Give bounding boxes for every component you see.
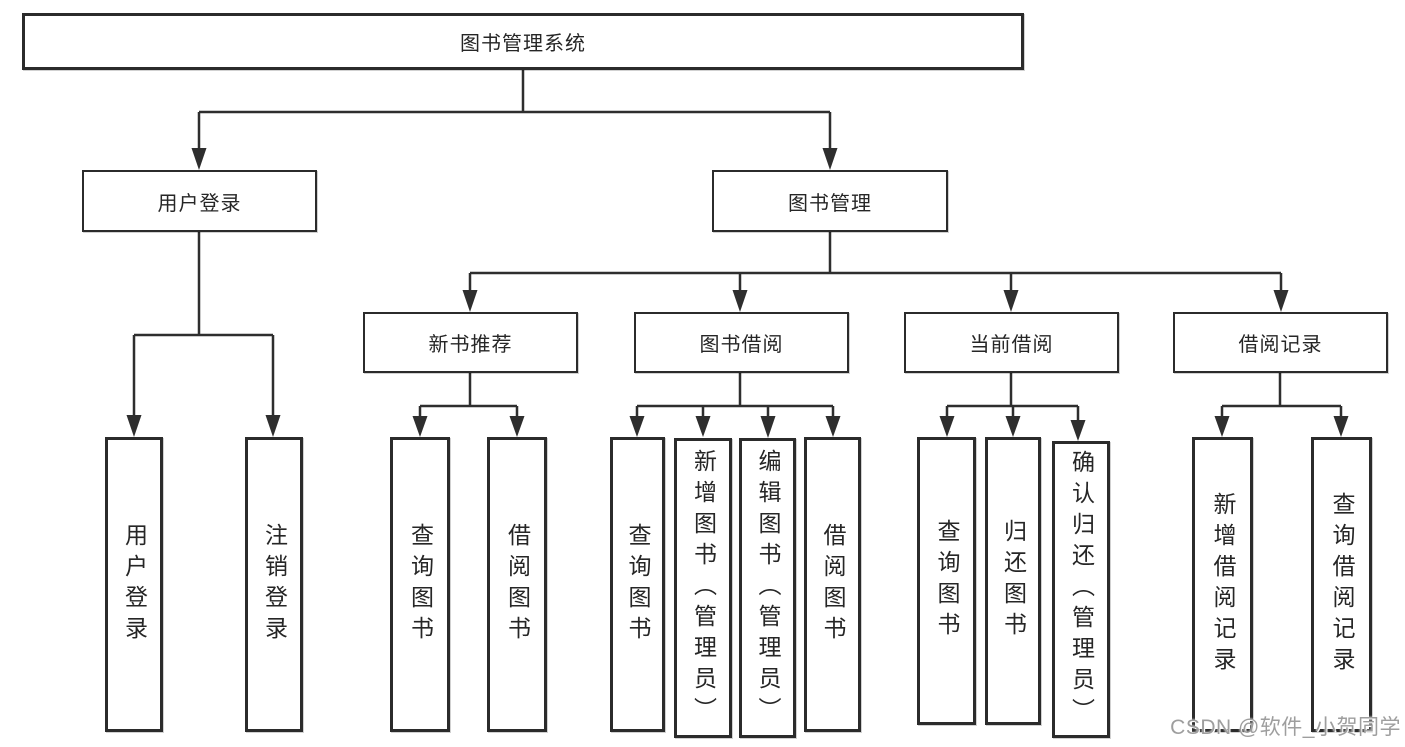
connector-book-borrow-children bbox=[629, 373, 841, 438]
node-label: 图书管理 bbox=[788, 192, 872, 215]
node-label: 图书借阅 bbox=[699, 334, 784, 356]
node-book-borrow: 图书借阅 bbox=[634, 312, 849, 373]
leaf-label: 新增图书（管理员） bbox=[690, 448, 717, 728]
leaf-label: 查询借阅记录 bbox=[1329, 491, 1355, 678]
node-label: 图书管理系统 bbox=[460, 33, 586, 55]
leaf-query-book-2: 查询图书 bbox=[610, 437, 665, 732]
connector-book-mgmt-children bbox=[462, 232, 1289, 312]
node-borrow-record: 借阅记录 bbox=[1173, 312, 1388, 373]
node-user-login: 用户登录 bbox=[82, 170, 317, 232]
leaf-label: 确认归还（管理员） bbox=[1068, 450, 1095, 729]
node-label: 当前借阅 bbox=[969, 334, 1054, 356]
leaf-query-book-3: 查询图书 bbox=[917, 437, 976, 725]
node-book-management: 图书管理 bbox=[712, 170, 948, 232]
connector-new-book-children bbox=[412, 373, 525, 437]
leaf-logout: 注销登录 bbox=[245, 437, 303, 732]
connector-user-login-children bbox=[126, 232, 281, 437]
leaf-label: 编辑图书（管理员） bbox=[755, 448, 781, 728]
leaf-label: 借阅图书 bbox=[820, 522, 846, 647]
leaf-return-book: 归还图书 bbox=[985, 437, 1041, 725]
leaf-add-borrow-record: 新增借阅记录 bbox=[1192, 437, 1253, 732]
leaf-borrow-book-2: 借阅图书 bbox=[804, 437, 861, 732]
leaf-label: 查询图书 bbox=[934, 519, 960, 643]
node-label: 用户登录 bbox=[157, 192, 242, 215]
leaf-label: 用户登录 bbox=[121, 522, 148, 647]
csdn-watermark: CSDN @软件_小贺同学 bbox=[1170, 716, 1401, 739]
leaf-label: 归还图书 bbox=[1000, 519, 1027, 643]
node-new-book-recommend: 新书推荐 bbox=[363, 312, 578, 373]
connector-current-borrow-children bbox=[939, 373, 1086, 441]
leaf-query-borrow-record: 查询借阅记录 bbox=[1311, 437, 1372, 732]
leaf-user-login: 用户登录 bbox=[105, 437, 163, 732]
leaf-confirm-return-admin: 确认归还（管理员） bbox=[1052, 441, 1110, 738]
leaf-label: 查询图书 bbox=[407, 522, 434, 647]
leaf-label: 借阅图书 bbox=[504, 522, 531, 647]
node-current-borrow: 当前借阅 bbox=[904, 312, 1119, 373]
leaf-label: 注销登录 bbox=[261, 522, 288, 647]
node-label: 新书推荐 bbox=[428, 334, 513, 356]
connector-root-to-level2 bbox=[191, 70, 838, 170]
leaf-add-book-admin: 新增图书（管理员） bbox=[674, 438, 732, 738]
leaf-label: 查询图书 bbox=[625, 522, 651, 647]
connector-borrow-record-children bbox=[1214, 373, 1349, 437]
leaf-label: 新增借阅记录 bbox=[1210, 491, 1236, 678]
node-label: 借阅记录 bbox=[1238, 334, 1323, 356]
leaf-borrow-book-1: 借阅图书 bbox=[487, 437, 547, 732]
node-root-library-system: 图书管理系统 bbox=[22, 13, 1024, 70]
leaf-edit-book-admin: 编辑图书（管理员） bbox=[739, 438, 796, 738]
leaf-query-book-1: 查询图书 bbox=[390, 437, 450, 732]
